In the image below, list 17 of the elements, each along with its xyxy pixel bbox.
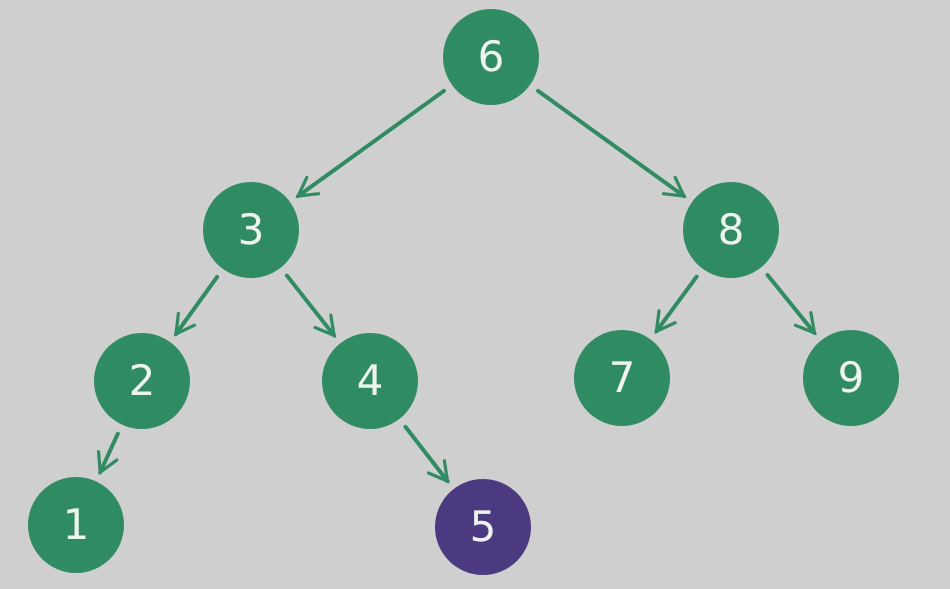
node-value: 9 [838,357,864,399]
arrow [96,432,120,474]
arrow [766,273,816,335]
arrow [536,88,686,198]
node-value: 2 [128,360,156,402]
arrow [296,88,446,198]
node-value: 5 [470,506,496,548]
node-value: 8 [718,209,744,251]
node-value: 6 [478,36,504,78]
arrow [404,424,450,484]
node-value: 7 [608,357,636,399]
node-value: 1 [62,504,90,546]
arrow [174,275,220,336]
node-value: 4 [356,360,384,402]
node-value: 3 [238,209,264,251]
arrow [654,274,699,334]
arrow [284,274,336,338]
